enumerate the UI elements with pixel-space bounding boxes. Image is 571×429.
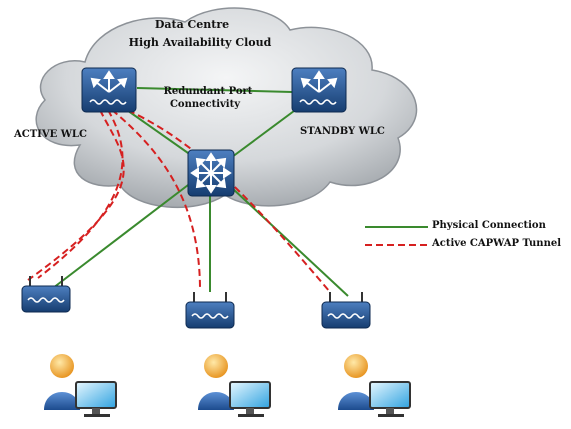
capwap-tunnel-ap2 <box>111 109 201 291</box>
standby-wlc[interactable] <box>291 67 347 113</box>
high-availability-cloud <box>35 7 418 209</box>
active-wlc-label: ACTIVE WLC <box>14 129 87 140</box>
user-workstation-icon <box>344 354 368 378</box>
user-workstation-icon <box>204 354 228 378</box>
access-point-icon <box>27 297 65 303</box>
access-point-1[interactable] <box>21 276 71 313</box>
switch-to-ap1-link <box>52 181 193 289</box>
user-workstation-3 <box>338 354 411 417</box>
cloud-title-line1: Data Centre <box>154 18 230 31</box>
access-point-2[interactable] <box>185 292 235 329</box>
wlc-router-icon <box>299 70 338 105</box>
redundant-port-label-line1: Redundant Port <box>163 86 253 97</box>
switch-to-ap3-link <box>231 187 349 297</box>
access-point-icon <box>191 313 229 319</box>
access-point-3[interactable] <box>321 292 371 329</box>
capwap-tunnel-ap1-b <box>37 109 124 279</box>
wlc-router-icon <box>89 70 128 105</box>
user-workstation-2 <box>198 354 271 417</box>
redundant-port-link <box>136 87 293 93</box>
active-wlc[interactable] <box>81 67 137 113</box>
standby-to-switch-link <box>227 107 299 161</box>
physical-connections <box>52 87 349 297</box>
user-workstation-1 <box>44 354 117 417</box>
cloud-title-line2: High Availability Cloud <box>128 36 272 49</box>
core-switch[interactable] <box>187 149 235 197</box>
legend <box>365 226 428 246</box>
access-point-icon <box>327 313 365 319</box>
legend-physical-label: Physical Connection <box>432 220 546 231</box>
standby-wlc-label: STANDBY WLC <box>300 126 385 137</box>
user-workstation-icon <box>50 354 74 378</box>
redundant-port-label-line2: Connectivity <box>169 99 241 110</box>
switch-icon <box>190 152 232 194</box>
legend-capwap-label: Active CAPWAP Tunnel <box>432 238 562 249</box>
active-to-switch-link <box>123 107 199 161</box>
